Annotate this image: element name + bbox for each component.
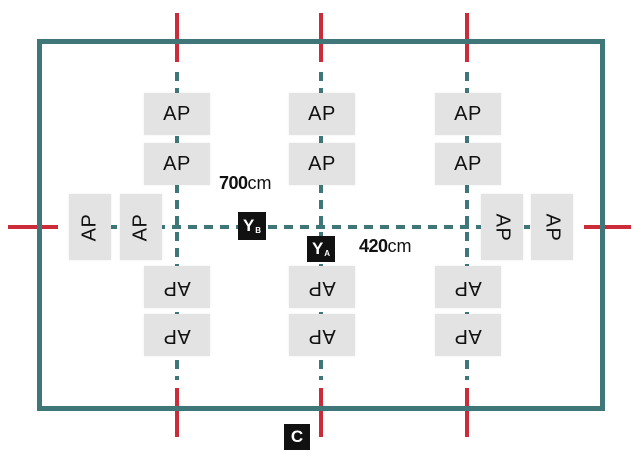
ap-top-center-1: AP [289, 93, 355, 135]
ap-top-right-1: AP [435, 93, 501, 135]
dimension-length-value: 700 [219, 173, 248, 193]
ap-bottom-left-1: AP [144, 266, 210, 308]
dimension-length-label: 700cm [219, 173, 272, 194]
marker-ya-sub: A [324, 249, 331, 258]
ap-bottom-center-2: AP [289, 314, 355, 356]
ap-left-outer: AP [69, 194, 111, 260]
dimension-length-unit: cm [247, 173, 272, 193]
marker-ya-letter: Y [311, 239, 324, 258]
ap-top-center-2: AP [289, 143, 355, 185]
ap-right-inner: AP [481, 194, 523, 260]
ap-right-outer: AP [531, 194, 573, 260]
ap-bottom-left-2: AP [144, 314, 210, 356]
ap-bottom-right-1: AP [435, 266, 501, 308]
dimension-width-unit: cm [387, 236, 412, 256]
ap-top-left-2: AP [144, 143, 210, 185]
marker-yb-letter: Y [242, 216, 255, 235]
dimension-width-label: 420cm [359, 236, 412, 257]
room-outline [37, 39, 605, 411]
ap-left-inner: AP [120, 194, 162, 260]
ap-bottom-center-1: AP [289, 266, 355, 308]
marker-yb-sub: B [255, 226, 262, 235]
dimension-width-value: 420 [359, 236, 388, 256]
ap-top-left-1: AP [144, 93, 210, 135]
ap-bottom-right-2: AP [435, 314, 501, 356]
marker-c: C [284, 424, 310, 450]
ap-top-right-2: AP [435, 143, 501, 185]
marker-c-letter: C [290, 427, 304, 446]
